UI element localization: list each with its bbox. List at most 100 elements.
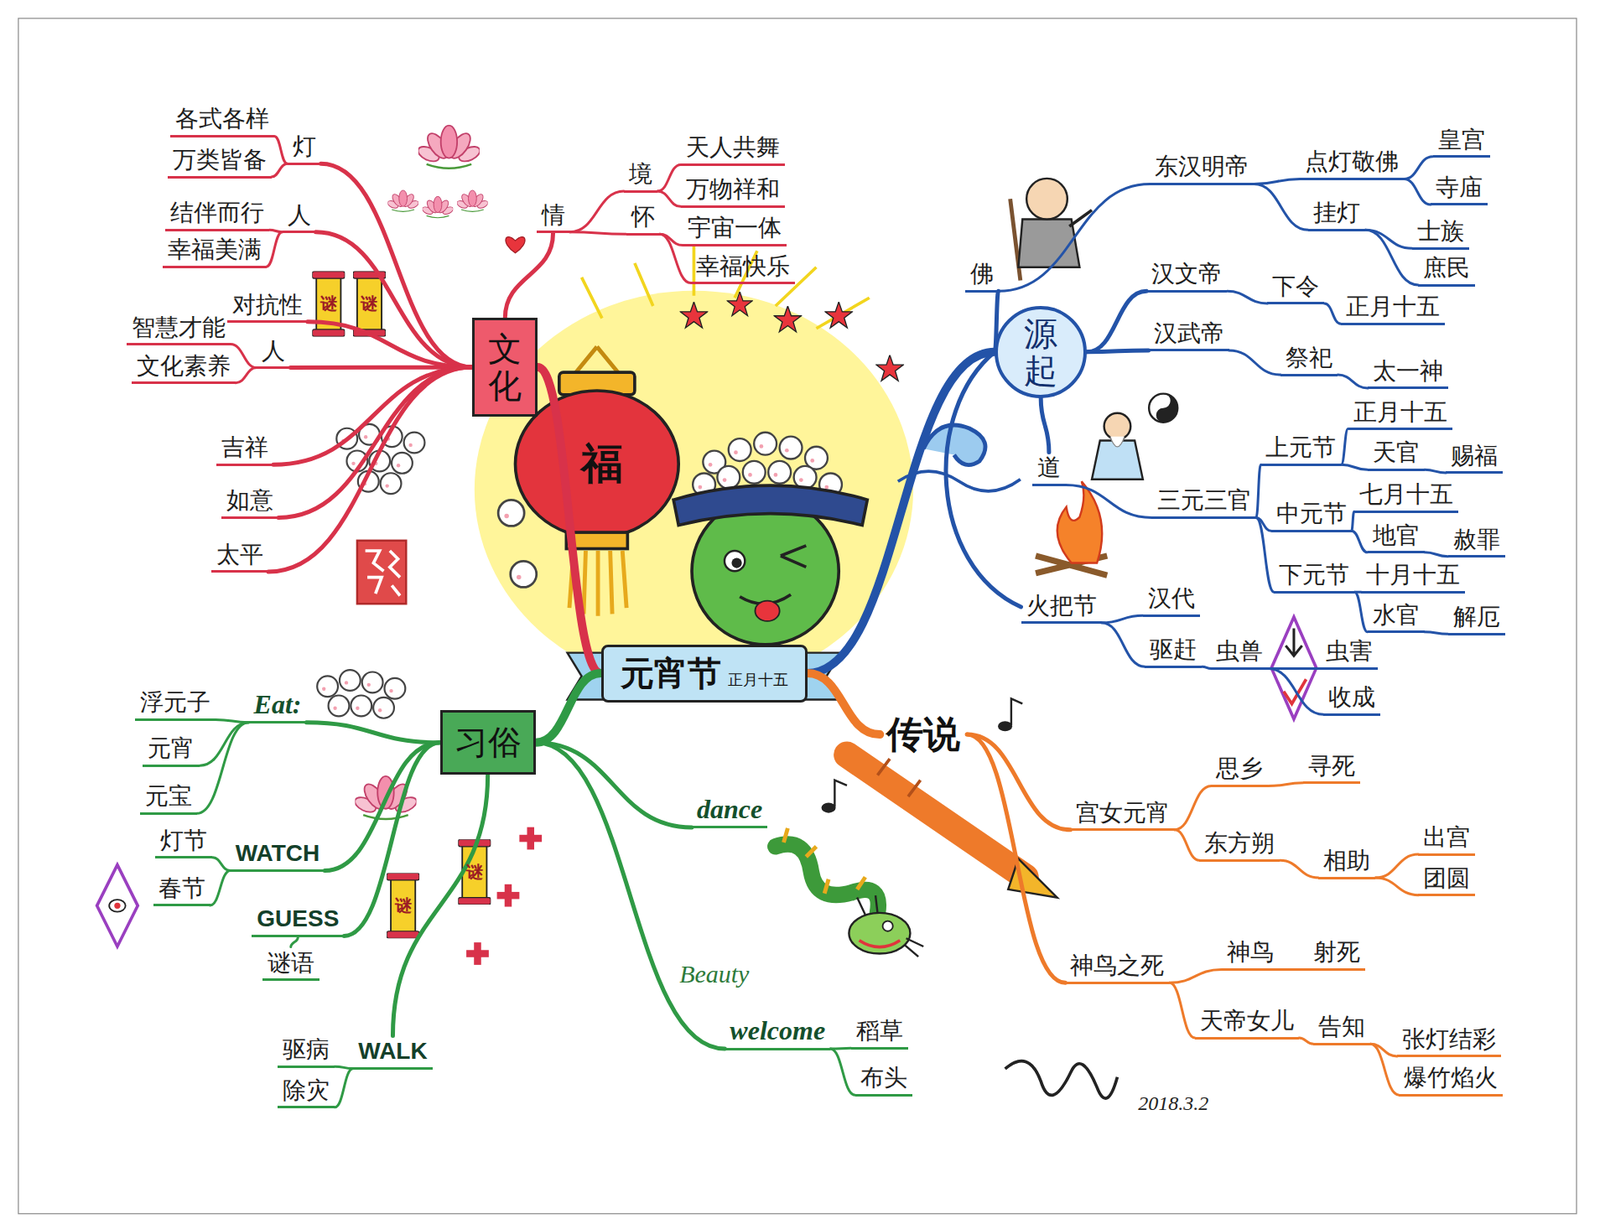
node-text: 出宫 — [1423, 823, 1471, 852]
branch-text: 汉文帝 — [1146, 258, 1227, 293]
node-text: 射死 — [1313, 938, 1361, 967]
node-text: 习俗 — [454, 722, 522, 762]
branch-line — [1424, 552, 1449, 557]
scroll-character: 谜 — [466, 861, 484, 884]
branch-text: 收成 — [1323, 681, 1381, 717]
branch-text: 寺庙 — [1430, 171, 1488, 207]
branch-line — [307, 322, 473, 368]
branch-line — [966, 734, 1065, 983]
lotus-flowers — [415, 125, 483, 169]
branch-line — [535, 742, 726, 1050]
bonfire — [1057, 481, 1102, 563]
branch-text: 元宝 — [140, 780, 198, 816]
branch-text: 幸福快乐 — [690, 250, 795, 286]
branch-text: 爆竹焰火 — [1398, 1062, 1503, 1097]
branch-text: 下令 — [1267, 270, 1325, 306]
firework-stars — [825, 301, 852, 328]
branch-text: 稻草 — [851, 1015, 909, 1050]
branch-text: 东汉明帝 — [1149, 150, 1254, 186]
node-text: 对抗性 — [232, 290, 303, 319]
branch-line — [392, 774, 488, 1036]
green-tangyuan — [362, 671, 384, 693]
branch-line — [334, 1069, 354, 1108]
node-text: 源起 — [1023, 315, 1058, 390]
lotus-flowers — [456, 190, 490, 213]
branch-text: 太平 — [211, 539, 269, 574]
eye-diamond — [97, 865, 139, 947]
branch-line — [212, 857, 231, 872]
branch-text: WATCH — [230, 837, 326, 873]
green-tangyuan — [316, 675, 338, 697]
branch-line — [1375, 854, 1419, 878]
tangyuan-bowl — [731, 557, 742, 568]
main-branch: 源起 — [994, 306, 1087, 399]
branch-line — [1201, 666, 1211, 669]
green-tangyuan — [316, 670, 406, 719]
node-text: 下元节 — [1278, 561, 1350, 589]
branch-text: 火把节 — [1021, 590, 1102, 625]
date-note: 2018.3.2 — [1137, 1092, 1209, 1116]
branch-line — [290, 937, 299, 948]
node-text: 东方朔 — [1204, 829, 1275, 858]
branch-text: 十月十五 — [1361, 559, 1465, 594]
node-text: 浮元子 — [140, 688, 211, 717]
branch-text: 汉代 — [1142, 582, 1200, 618]
node-text: 正月十五 — [1353, 398, 1448, 426]
branch-text: 下元节 — [1273, 559, 1355, 594]
branch-line — [230, 344, 257, 369]
yellow-glow — [474, 290, 914, 689]
branch-line — [1324, 303, 1341, 324]
seal-stamp — [365, 550, 400, 597]
node-text: 元宵节 — [620, 654, 722, 693]
node-text: 万类皆备 — [172, 145, 267, 174]
branch-line — [266, 232, 283, 267]
green-tangyuan — [350, 695, 372, 717]
branch-line — [271, 163, 288, 177]
branch-text: 思乡 — [1210, 753, 1268, 788]
branch-text: 太一神 — [1367, 355, 1449, 390]
riddle-scrolls — [311, 271, 345, 338]
monk-figure — [1026, 178, 1068, 220]
branch-line — [1424, 469, 1447, 473]
firework-stars — [774, 306, 801, 333]
music-notes — [1011, 698, 1023, 726]
riddle-scrolls — [386, 872, 420, 939]
pen — [846, 754, 1026, 878]
branch-text: 道 — [1032, 451, 1066, 487]
node-text: 太平 — [216, 540, 264, 569]
firework-stars — [680, 301, 707, 328]
branch-line — [1298, 1038, 1314, 1045]
branch-text: 射死 — [1308, 936, 1366, 972]
node-text: 赦罪 — [1453, 525, 1501, 554]
branch-text: 团圆 — [1418, 862, 1476, 898]
red-crosses — [497, 884, 520, 908]
node-text: 虫兽 — [1215, 637, 1263, 665]
node-text: 灯节 — [160, 826, 208, 855]
tangyuan-bowl — [728, 438, 752, 462]
node-text: 万物祥和 — [685, 175, 780, 203]
node-text: 人 — [261, 337, 286, 365]
green-tangyuan — [339, 670, 361, 691]
branch-text: 点灯敬佛 — [1299, 145, 1404, 181]
red-crosses — [466, 827, 542, 966]
branch-line — [1086, 290, 1147, 352]
branch-line — [1278, 968, 1309, 972]
node-text: 春节 — [158, 874, 206, 903]
node-text: 火把节 — [1026, 592, 1097, 620]
branch-text: 正月十五 — [1340, 290, 1445, 326]
main-branch: 习俗 — [440, 710, 536, 775]
branch-text: 皇宫 — [1433, 124, 1491, 159]
node-text: 士族 — [1417, 217, 1465, 245]
lotus-flowers — [386, 190, 421, 213]
tangyuan-bowl — [780, 545, 806, 568]
riddle-scrolls — [311, 271, 491, 940]
branch-line — [321, 163, 473, 368]
node-text: 文化 — [488, 330, 522, 405]
node-text: 境 — [628, 160, 653, 188]
branch-line — [1086, 350, 1149, 353]
firework-stars — [876, 354, 904, 381]
node-text: 挂灯 — [1313, 198, 1361, 227]
branch-line — [1340, 429, 1348, 466]
scroll-character: 谜 — [394, 894, 412, 918]
lotus-flowers — [420, 196, 455, 219]
